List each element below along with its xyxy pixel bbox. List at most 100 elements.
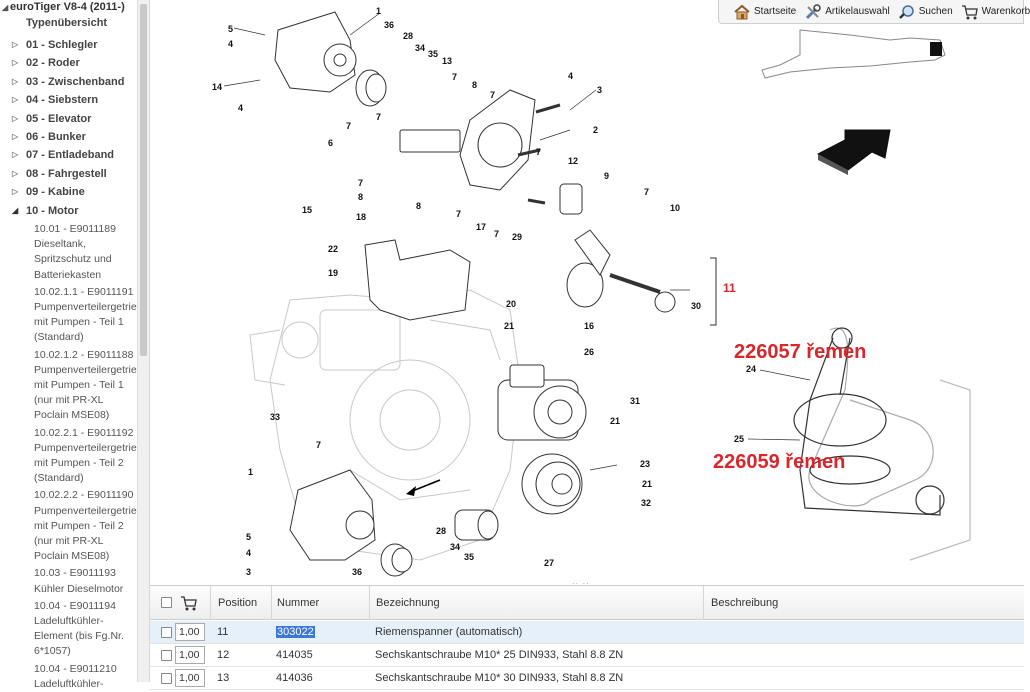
component-drawings: [274, 11, 676, 577]
tree-group[interactable]: ▷ 05 - Elevator: [0, 110, 138, 128]
callout-15: 15: [302, 205, 312, 215]
callout-9: 9: [604, 171, 609, 181]
row-checkbox[interactable]: [161, 626, 172, 638]
search-icon: [898, 4, 914, 19]
table-row[interactable]: 1,00 11 303022 Riemenspanner (automatisc…: [150, 621, 1024, 644]
tree-group[interactable]: ▷ 06 - Bunker: [0, 128, 138, 146]
tree-root[interactable]: ◢euroTiger V8-4 (2011-): [0, 0, 138, 16]
position-cell: 11: [217, 626, 229, 638]
direction-arrow-icon: [816, 129, 891, 175]
tree-leaf[interactable]: 10.02.1.1 - E9011191 Pumpenverteilergetr…: [34, 285, 137, 344]
expand-triangle-icon[interactable]: ▷: [12, 113, 19, 123]
tree-group-label: 04 - Siebstern: [26, 94, 99, 107]
callout-5: 5: [228, 24, 233, 34]
tree-group[interactable]: ▷ 01 - Schlegler: [0, 36, 138, 54]
quantity-input[interactable]: 1,00: [175, 623, 205, 641]
callout-7: 7: [494, 229, 499, 239]
tree-group[interactable]: ▷ 04 - Siebstern: [0, 91, 138, 109]
cart-icon: [961, 4, 978, 19]
header-number[interactable]: Nummer: [271, 586, 369, 619]
expand-triangle-icon[interactable]: ▷: [12, 131, 19, 141]
home-button[interactable]: Startseite: [733, 4, 796, 20]
tree-group[interactable]: ▷03 - Zwischenband: [0, 73, 138, 91]
qty-cell: 1,00: [175, 621, 209, 643]
tree-leaf[interactable]: 10.04 - E9011194 Ladeluftkühler- Element…: [34, 599, 124, 658]
callout-17: 17: [476, 222, 486, 232]
callout-10: 10: [670, 203, 680, 213]
parts-drawing: 1 5 4 36 28 34 35 13 7 8 7 14 4 7 4 3 2 …: [212, 6, 971, 577]
header-description[interactable]: Beschreibung: [703, 586, 1024, 619]
expand-triangle-icon[interactable]: ▷: [12, 150, 19, 160]
row-checkbox[interactable]: [161, 672, 172, 684]
tree-group[interactable]: ▷08 - Fahrgestell: [0, 165, 138, 183]
callout-22: 22: [328, 244, 338, 254]
tree-item-overview[interactable]: Typenübersicht: [0, 16, 138, 36]
tree-leaf[interactable]: 10.02.1.2 - E9011188 Pumpenverteilergetr…: [34, 348, 137, 422]
expand-triangle-icon[interactable]: ▷: [12, 58, 19, 68]
callout-4: 4: [238, 103, 243, 113]
tree-group[interactable]: ▷ 02 - Roder: [0, 54, 138, 72]
tree-group-label: 05 - Elevator: [26, 112, 92, 125]
callout-3: 3: [246, 567, 251, 577]
tree-leaf[interactable]: 10.02.2.2 - E9011190 Pumpenverteilergetr…: [34, 489, 137, 563]
arrow-indicator: [406, 479, 441, 496]
article-selection-button[interactable]: Artikelauswahl: [804, 3, 890, 20]
scrollbar-thumb[interactable]: [140, 4, 147, 356]
callout-16: 16: [584, 321, 594, 331]
designation-cell: Sechskantschraube M10* 25 DIN933, Stahl …: [375, 649, 624, 661]
callout-6: 6: [328, 138, 333, 148]
tree-group-motor[interactable]: ◢10 - Motor: [0, 202, 138, 220]
position-cell: 13: [217, 672, 230, 684]
callout-26: 26: [584, 347, 594, 357]
expand-triangle-icon[interactable]: ▷: [12, 40, 19, 49]
callout-34: 34: [450, 542, 460, 552]
table-row[interactable]: 1,00 13 414036 Sechskantschraube M10* 30…: [150, 667, 1024, 690]
header-position[interactable]: Position: [210, 586, 272, 619]
row-checkbox[interactable]: [161, 649, 172, 661]
splitter-handle[interactable]: ·· ··: [572, 579, 590, 588]
sidebar-scrollbar[interactable]: [137, 0, 149, 682]
expand-triangle-icon[interactable]: ▷: [12, 95, 19, 105]
callout-35: 35: [428, 49, 438, 59]
callout-7: 7: [644, 187, 649, 197]
search-button[interactable]: Suchen: [898, 4, 953, 20]
selected-number-text[interactable]: 303022: [276, 626, 315, 638]
cart-column-cell: [180, 586, 204, 619]
tree-group-label: 06 - Bunker: [26, 130, 86, 143]
search-label: Suchen: [918, 6, 953, 17]
tree-group-label: 01 - Schlegler: [26, 39, 98, 51]
home-label: Startseite: [754, 6, 797, 17]
table-row[interactable]: 1,00 12 414035 Sechskantschraube M10* 25…: [150, 644, 1024, 667]
callout-27: 27: [544, 558, 554, 568]
callout-31: 31: [630, 396, 640, 406]
callout-36: 36: [352, 567, 362, 577]
designation-cell: Sechskantschraube M10* 30 DIN933, Stahl …: [375, 672, 624, 684]
number-cell: 414035: [276, 649, 313, 661]
header-designation[interactable]: Bezeichnung: [369, 586, 703, 619]
expand-triangle-icon[interactable]: ▷: [12, 168, 19, 178]
tree-group-label: 02 - Roder: [26, 57, 80, 70]
expand-triangle-icon[interactable]: ▷: [12, 76, 19, 86]
collapse-caret-icon[interactable]: ◢: [2, 3, 9, 12]
collapse-triangle-icon[interactable]: ◢: [12, 205, 19, 215]
tree-leaf[interactable]: 10.01 - E9011189 Dieseltank, Spritzschut…: [34, 222, 116, 281]
callout-7: 7: [456, 209, 461, 219]
expand-triangle-icon[interactable]: ▷: [12, 187, 19, 197]
tree-leaf[interactable]: 10.03 - E9011193 Kühler Dieselmotor: [34, 567, 124, 595]
article-selection-label: Artikelauswahl: [825, 6, 890, 17]
select-all-checkbox[interactable]: [161, 597, 172, 608]
quantity-input[interactable]: 1,00: [175, 646, 205, 664]
callout-2: 2: [593, 125, 598, 135]
callout-7: 7: [452, 72, 457, 82]
callout-7: 7: [376, 112, 381, 122]
sidebar-tree: ◢euroTiger V8-4 (2011-) Typenübersicht ▷…: [0, 0, 150, 690]
tree-group[interactable]: ▷09 - Kabine: [0, 183, 138, 201]
tree-group[interactable]: ▷07 - Entladeband: [0, 146, 138, 164]
cart-icon: [181, 595, 197, 610]
tree-leaf[interactable]: 10.04 - E9011210 Ladeluftkühler-: [34, 662, 117, 690]
quantity-input[interactable]: 1,00: [175, 669, 205, 687]
callout-4: 4: [568, 71, 573, 81]
tree-leaf[interactable]: 10.02.2.1 - E9011192 Pumpenverteilergetr…: [34, 426, 137, 485]
callout-29: 29: [512, 232, 522, 242]
cart-button[interactable]: Warenkorb: [961, 4, 1030, 20]
